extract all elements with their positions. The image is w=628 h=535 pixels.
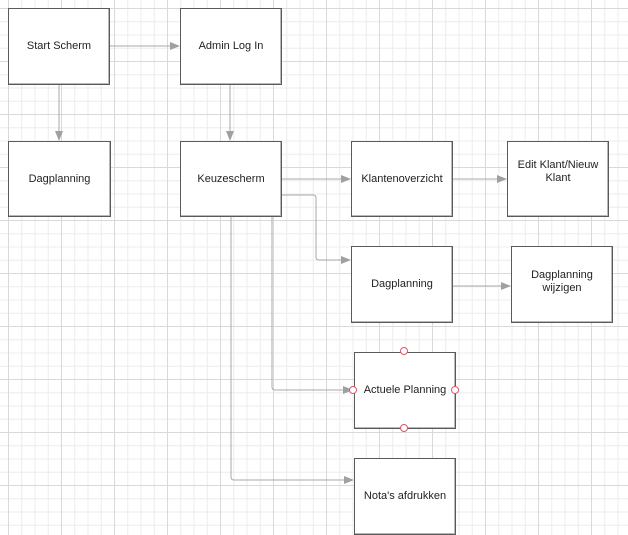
node-label: Klantenoverzicht	[361, 172, 443, 185]
connection-handle-top[interactable]	[400, 347, 408, 355]
node-actuele-planning[interactable]: Actuele Planning	[354, 352, 456, 429]
node-edit-klant[interactable]: Edit Klant/Nieuw Klant	[507, 141, 609, 217]
edge-keuzescherm-nota[interactable]	[230, 216, 354, 484]
node-dagplanning-wijzigen[interactable]: Dagplanning wijzigen	[511, 246, 613, 323]
node-notas-afdrukken[interactable]: Nota's afdrukken	[354, 458, 456, 535]
edge-keuzescherm-dagplanning[interactable]	[281, 194, 351, 264]
node-label: Dagplanning	[28, 172, 91, 185]
node-label: Edit Klant/Nieuw Klant	[517, 159, 599, 184]
connectors-layer	[55, 42, 511, 484]
connection-handle-right[interactable]	[451, 386, 459, 394]
edge-keuzescherm-actuele-planning[interactable]	[271, 216, 353, 394]
node-dagplanning-left[interactable]: Dagplanning	[8, 141, 111, 217]
connection-handle-bottom[interactable]	[400, 424, 408, 432]
node-admin-log-in[interactable]: Admin Log In	[180, 8, 282, 85]
node-keuzescherm[interactable]: Keuzescherm	[180, 141, 282, 217]
node-label: Dagplanning wijzigen	[531, 269, 593, 294]
node-label: Nota's afdrukken	[363, 490, 447, 502]
node-klantenoverzicht[interactable]: Klantenoverzicht	[351, 141, 453, 217]
node-label: Keuzescherm	[197, 172, 265, 185]
node-dagplanning-mid[interactable]: Dagplanning	[351, 246, 453, 323]
node-label: Dagplanning	[371, 278, 433, 290]
node-label: Actuele Planning	[363, 384, 447, 396]
node-label: Start Scherm	[26, 40, 92, 52]
node-label: Admin Log In	[198, 40, 264, 52]
connection-handle-left[interactable]	[349, 386, 357, 394]
node-start-scherm[interactable]: Start Scherm	[8, 8, 110, 85]
